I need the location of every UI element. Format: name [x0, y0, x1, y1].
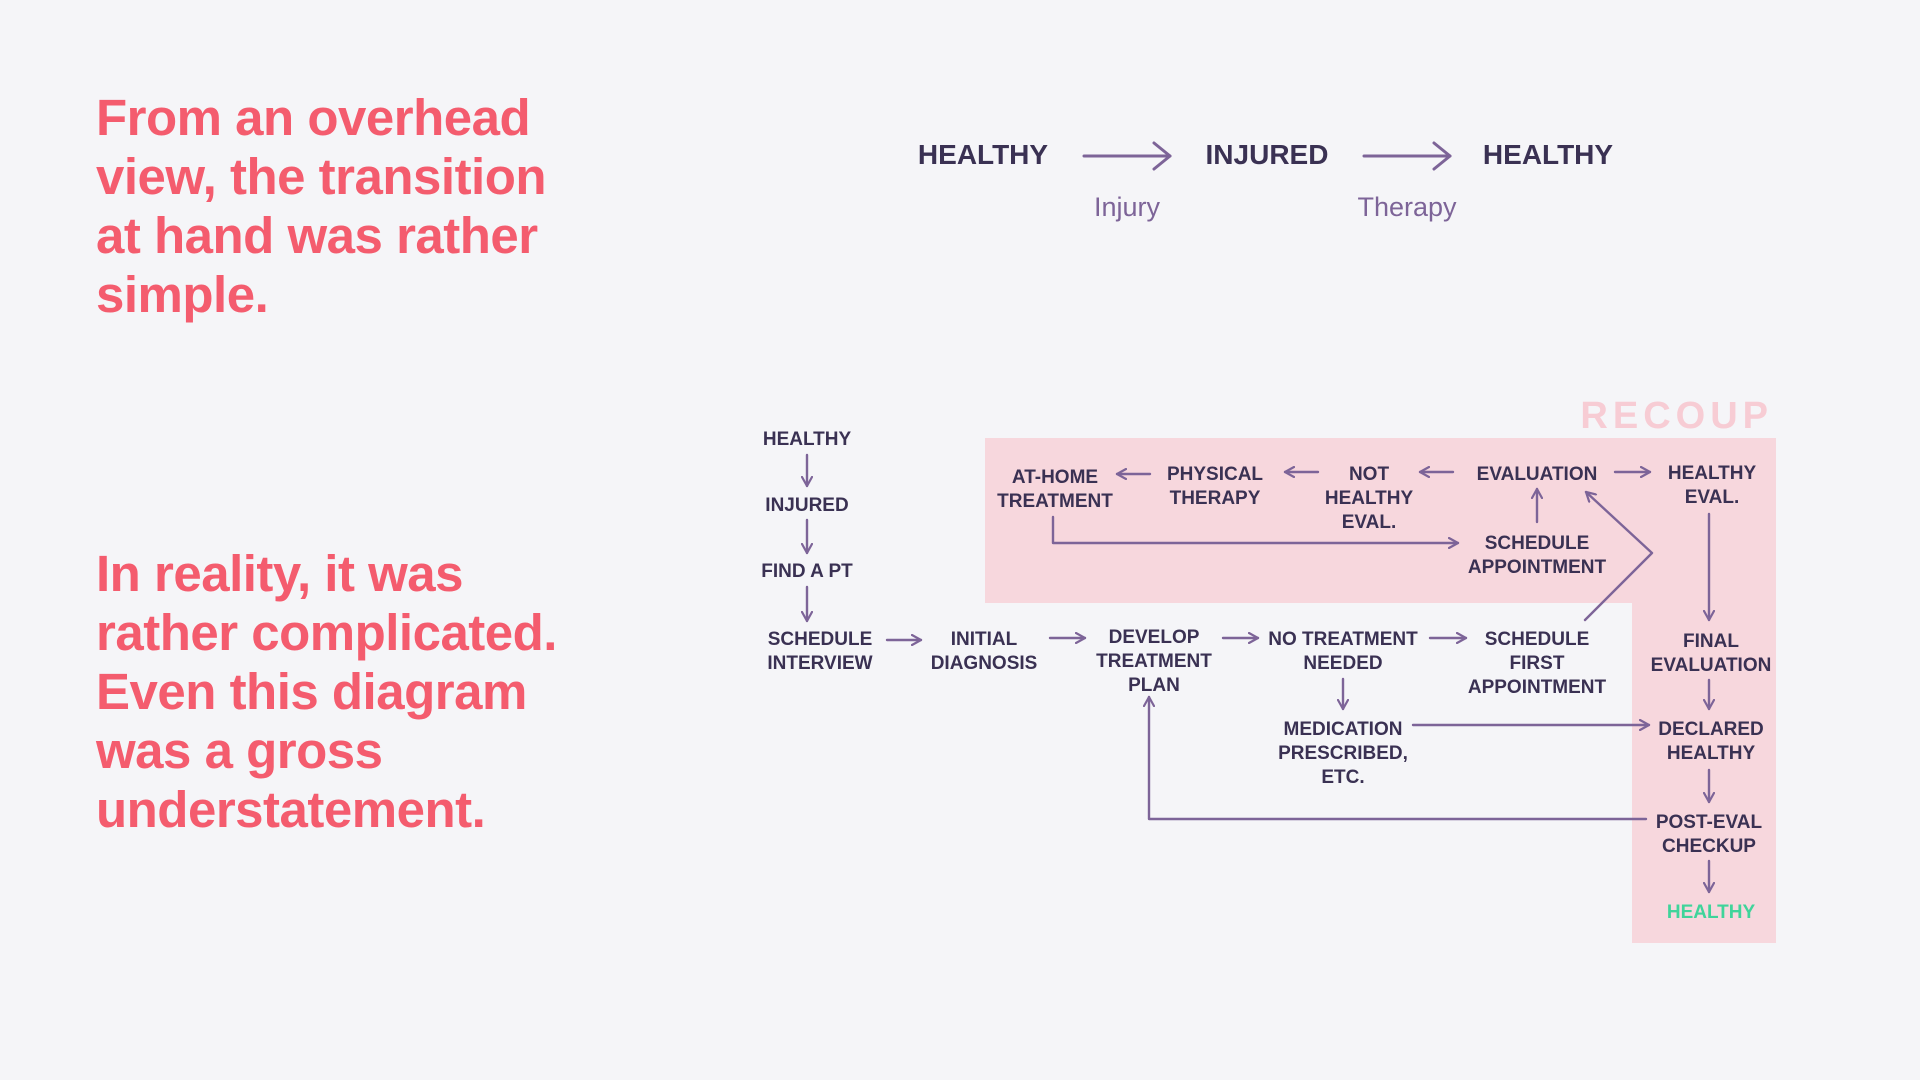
svg-text:FIRST: FIRST	[1510, 653, 1565, 674]
node-schedule-first-appointment: SCHEDULE FIRST APPOINTMENT	[1468, 629, 1607, 698]
svg-text:ETC.: ETC.	[1321, 767, 1364, 788]
svg-text:FIND A PT: FIND A PT	[761, 561, 853, 582]
svg-text:PHYSICAL: PHYSICAL	[1167, 464, 1263, 485]
svg-text:SCHEDULE: SCHEDULE	[1485, 533, 1590, 554]
node-find-pt: FIND A PT	[761, 561, 853, 582]
svg-text:EVALUATION: EVALUATION	[1477, 464, 1598, 485]
node-no-treatment-needed: NO TREATMENT NEEDED	[1268, 629, 1418, 674]
svg-text:NO TREATMENT: NO TREATMENT	[1268, 629, 1418, 650]
svg-text:PLAN: PLAN	[1128, 675, 1180, 696]
reality-headline: In reality, it was rather complicated. E…	[96, 545, 557, 838]
node-schedule-appointment: SCHEDULE APPOINTMENT	[1468, 533, 1607, 578]
svg-text:CHECKUP: CHECKUP	[1662, 836, 1756, 857]
svg-text:DECLARED: DECLARED	[1658, 719, 1764, 740]
node-declared-healthy: DECLARED HEALTHY	[1658, 719, 1764, 764]
simple-state-healthy-end: HEALTHY	[1483, 139, 1613, 170]
node-healthy-end: HEALTHY	[1667, 902, 1756, 923]
svg-text:EVAL.: EVAL.	[1685, 487, 1740, 508]
svg-text:MEDICATION: MEDICATION	[1284, 719, 1403, 740]
svg-text:APPOINTMENT: APPOINTMENT	[1468, 557, 1607, 578]
node-at-home-treatment: AT-HOME TREATMENT	[997, 467, 1113, 512]
node-post-eval-checkup: POST-EVAL CHECKUP	[1656, 812, 1763, 857]
svg-text:INITIAL: INITIAL	[951, 629, 1018, 650]
svg-text:SCHEDULE: SCHEDULE	[768, 629, 873, 650]
node-schedule-interview: SCHEDULE INTERVIEW	[767, 629, 872, 674]
node-healthy-eval: HEALTHY EVAL.	[1668, 463, 1757, 508]
svg-text:HEALTHY: HEALTHY	[1667, 743, 1756, 764]
node-healthy-start: HEALTHY	[763, 429, 852, 450]
arrow-athome-scheduleappt	[1051, 515, 1460, 543]
recoup-label: RECOUP	[1580, 395, 1773, 437]
arrow-posteval-plan	[1149, 695, 1648, 821]
svg-text:DEVELOP: DEVELOP	[1109, 627, 1200, 648]
node-final-evaluation: FINAL EVALUATION	[1651, 631, 1772, 676]
svg-text:DIAGNOSIS: DIAGNOSIS	[931, 653, 1038, 674]
svg-text:APPOINTMENT: APPOINTMENT	[1468, 677, 1607, 698]
node-injured: INJURED	[765, 495, 848, 516]
svg-text:EVAL.: EVAL.	[1342, 512, 1397, 533]
svg-text:NEEDED: NEEDED	[1303, 653, 1382, 674]
svg-text:PRESCRIBED,: PRESCRIBED,	[1278, 743, 1408, 764]
svg-text:EVALUATION: EVALUATION	[1651, 655, 1772, 676]
svg-text:TREATMENT: TREATMENT	[997, 491, 1113, 512]
simple-flow: HEALTHY Injury INJURED Therapy HEALTHY	[918, 139, 1613, 222]
svg-text:INTERVIEW: INTERVIEW	[767, 653, 872, 674]
svg-text:HEALTHY: HEALTHY	[763, 429, 852, 450]
svg-text:HEALTHY: HEALTHY	[1667, 902, 1756, 923]
svg-text:INJURED: INJURED	[765, 495, 848, 516]
svg-text:NOT: NOT	[1349, 464, 1390, 485]
svg-text:AT-HOME: AT-HOME	[1012, 467, 1098, 488]
svg-text:TREATMENT: TREATMENT	[1096, 651, 1212, 672]
node-medication-prescribed: MEDICATION PRESCRIBED, ETC.	[1278, 719, 1408, 788]
node-develop-treatment-plan: DEVELOP TREATMENT PLAN	[1096, 627, 1212, 696]
recoup-region	[985, 438, 1776, 943]
svg-text:HEALTHY: HEALTHY	[1325, 488, 1414, 509]
node-physical-therapy: PHYSICAL THERAPY	[1167, 464, 1263, 509]
svg-text:HEALTHY: HEALTHY	[1668, 463, 1757, 484]
injury-label: Injury	[1094, 192, 1161, 222]
flow-arrows	[807, 453, 1709, 894]
node-evaluation: EVALUATION	[1477, 464, 1598, 485]
svg-text:POST-EVAL: POST-EVAL	[1656, 812, 1763, 833]
node-initial-diagnosis: INITIAL DIAGNOSIS	[931, 629, 1038, 674]
therapy-label: Therapy	[1357, 192, 1457, 222]
simple-state-injured: INJURED	[1206, 139, 1329, 170]
overview-headline: From an overhead view, the transition at…	[96, 89, 547, 323]
svg-text:SCHEDULE: SCHEDULE	[1485, 629, 1590, 650]
simple-state-healthy-start: HEALTHY	[918, 139, 1048, 170]
arrow-schedulefirst-evaluation	[1583, 490, 1654, 622]
svg-text:FINAL: FINAL	[1683, 631, 1739, 652]
svg-text:THERAPY: THERAPY	[1170, 488, 1261, 509]
node-not-healthy-eval: NOT HEALTHY EVAL.	[1325, 464, 1414, 533]
